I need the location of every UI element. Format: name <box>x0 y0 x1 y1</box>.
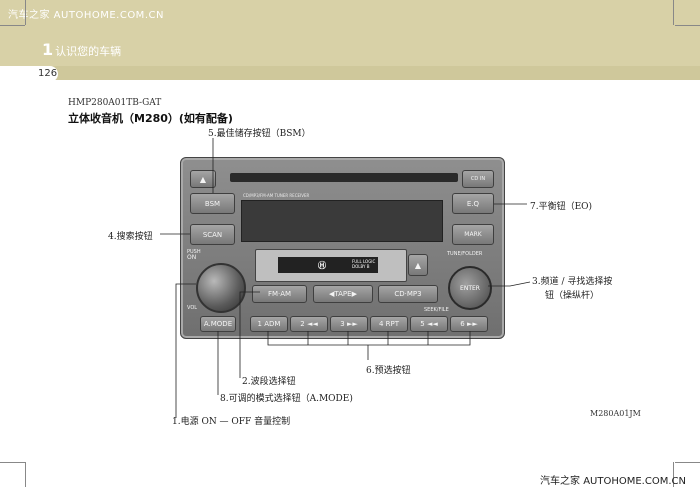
seek-file-label: SEEK/FILE <box>424 307 449 313</box>
tune-enter-knob[interactable]: ENTER <box>448 266 492 310</box>
callout-power: 1.电源 ON — OFF 音量控制 <box>172 417 291 427</box>
vol-label: VOL <box>187 305 198 311</box>
tape-eject-button[interactable]: ▲ <box>408 254 428 276</box>
preset-button[interactable]: 2 ◄◄ <box>290 316 328 332</box>
crop-mark <box>675 25 700 26</box>
page-number: 126 <box>38 68 58 79</box>
preset-button[interactable]: 1 ADM <box>250 316 288 332</box>
eq-button[interactable]: E.Q <box>452 193 494 214</box>
cd-in-indicator: CD IN <box>462 170 494 188</box>
power-volume-knob[interactable] <box>196 263 246 313</box>
doc-title: 立体收音机（M280）(如有配备) <box>68 112 233 125</box>
preset-button[interactable]: 5 ◄◄ <box>410 316 448 332</box>
callout-amode: 8.可调的模式选择钮（A.MODE) <box>220 394 353 404</box>
figure-code: M280A01JM <box>590 409 641 418</box>
preset-button[interactable]: 3 ►► <box>330 316 368 332</box>
crop-mark <box>673 0 674 25</box>
crop-mark <box>25 0 26 25</box>
preset-button[interactable]: 4 RPT <box>370 316 408 332</box>
radio-unit <box>180 157 505 339</box>
callout-band: 2.波段选择钮 <box>242 377 296 387</box>
crop-mark <box>0 25 25 26</box>
callout-tune-2: 钮（操纵杆） <box>545 291 600 301</box>
callout-presets: 6.预选按钮 <box>366 366 411 376</box>
mark-button[interactable]: MARK <box>452 224 494 245</box>
scan-button[interactable]: SCAN <box>190 224 235 245</box>
page-tab <box>0 66 58 82</box>
tape-window <box>278 257 378 273</box>
a-mode-button[interactable]: A.MODE <box>200 316 236 332</box>
crop-mark <box>25 462 26 487</box>
cd-slot <box>230 173 458 182</box>
display-label: CD/MP3/FM·AM TUNER RECEIVER <box>243 193 310 198</box>
chapter-title: 认识您的车辆 <box>55 45 122 58</box>
preset-button[interactable]: 6 ►► <box>450 316 488 332</box>
tape-button[interactable]: ◀TAPE▶ <box>313 285 373 303</box>
doc-code: HMP280A01TB-GAT <box>68 98 162 108</box>
crop-mark <box>673 462 674 487</box>
site-watermark-bottom: 汽车之家 AUTOHOME.COM.CN <box>540 476 686 487</box>
push-label: PUSH <box>187 249 201 255</box>
cd-mp3-button[interactable]: CD·MP3 <box>378 285 438 303</box>
callout-eq: 7.平衡钮（EO) <box>530 202 593 212</box>
lcd-display <box>241 200 443 242</box>
tune-folder-label: TUNE/FOLDER <box>447 251 483 257</box>
callout-tune-1: 3.频道 / 寻找选择按 <box>532 277 613 287</box>
on-label: ON <box>187 254 197 261</box>
site-watermark-top: 汽车之家 AUTOHOME.COM.CN <box>8 10 164 21</box>
eject-button[interactable]: ▲ <box>190 170 216 188</box>
header-stripe <box>0 66 700 80</box>
bsm-button[interactable]: BSM <box>190 193 235 214</box>
chapter-number: 1 <box>42 40 54 59</box>
crop-mark <box>675 462 700 463</box>
header-band <box>0 0 700 80</box>
fm-am-button[interactable]: FM·AM <box>252 285 307 303</box>
callout-bsm: 5.最佳储存按钮（BSM） <box>208 129 311 139</box>
crop-mark <box>0 462 25 463</box>
callout-search: 4.搜索按钮 <box>108 232 153 242</box>
brand-logo: Ⓗ <box>318 261 326 270</box>
